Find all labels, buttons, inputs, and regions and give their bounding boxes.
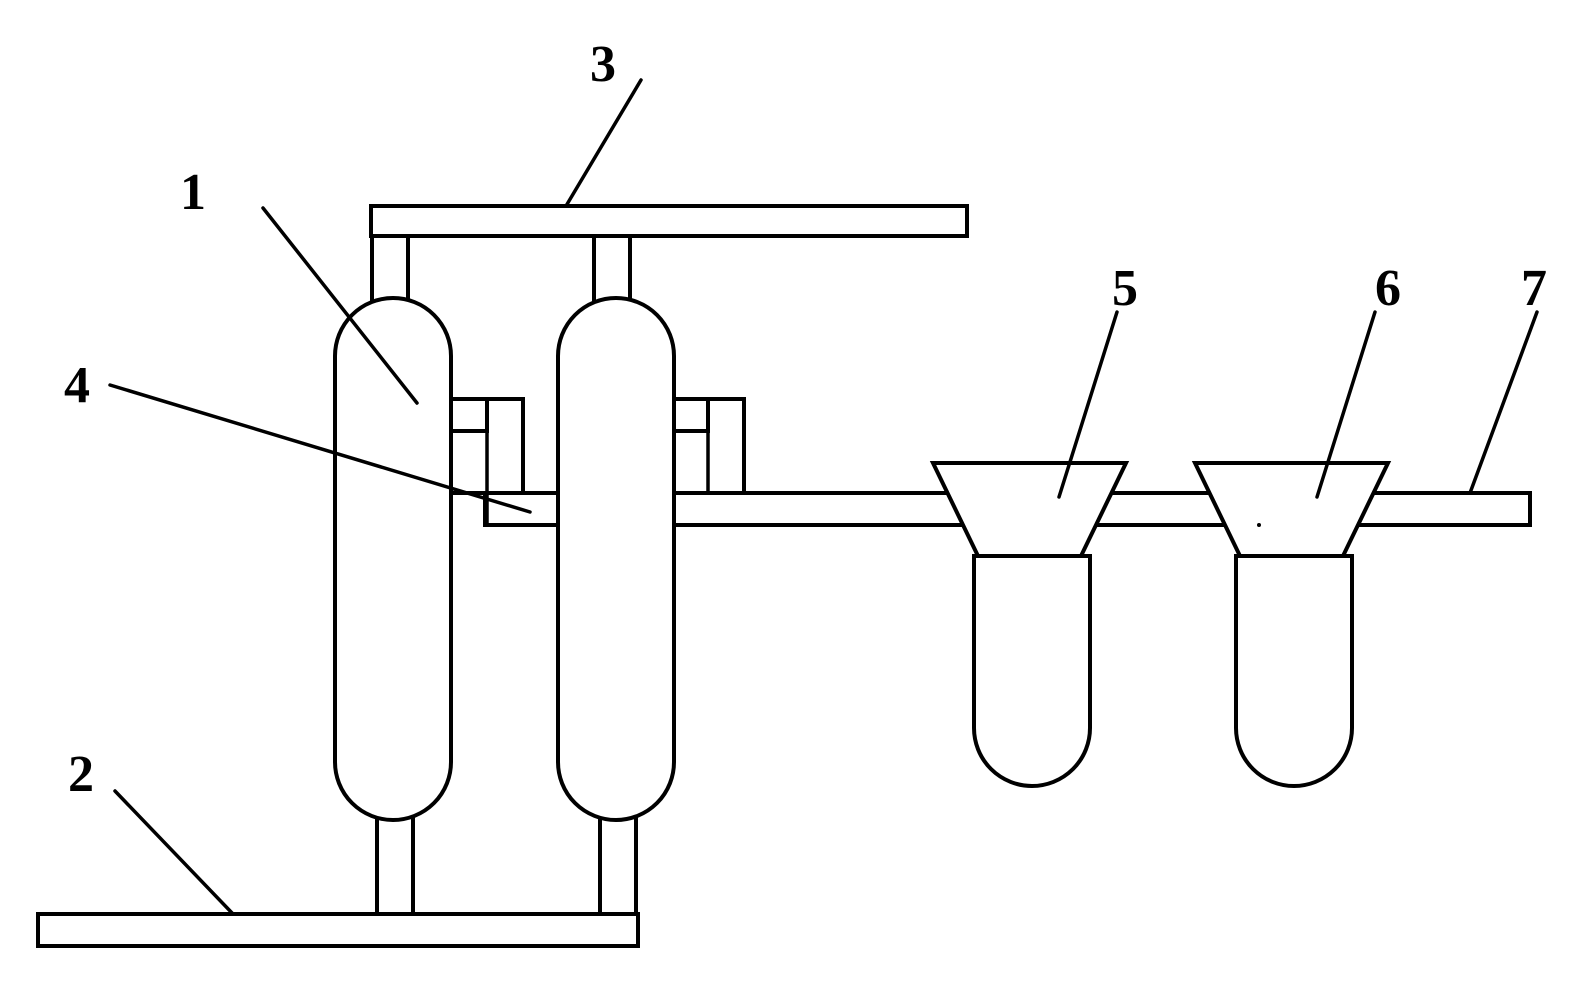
column-2: [556, 296, 676, 822]
collection-tube-6: [1234, 554, 1354, 788]
leader-line-2: [113, 789, 235, 916]
top-manifold: [369, 204, 969, 238]
leader-line-6: [1315, 310, 1377, 499]
label-5: 5: [1112, 260, 1138, 317]
column-2-bottom-stub: [598, 814, 638, 916]
collection-tube-5: [972, 554, 1092, 788]
funnel-5: [929, 461, 1130, 558]
label-3: 3: [590, 36, 616, 93]
column-1-top-stub: [370, 234, 410, 304]
label-1: 1: [180, 164, 206, 221]
column-1: [333, 296, 453, 822]
leader-line-4: [108, 383, 532, 514]
label-7: 7: [1521, 260, 1547, 317]
label-6: 6: [1375, 260, 1401, 317]
column-1-bottom-stub: [375, 814, 415, 916]
column-1-side-fitting-inner: [447, 397, 489, 433]
leader-line-7: [1468, 310, 1539, 495]
label-4: 4: [64, 357, 90, 414]
funnel-6: [1191, 461, 1392, 558]
funnel-6-dot: [1257, 523, 1261, 527]
leader-line-3: [564, 78, 643, 208]
bottom-manifold: [36, 912, 640, 948]
leader-line-1: [261, 206, 419, 405]
column-2-top-stub: [592, 234, 632, 304]
leader-line-5: [1057, 310, 1119, 499]
label-2: 2: [68, 746, 94, 803]
